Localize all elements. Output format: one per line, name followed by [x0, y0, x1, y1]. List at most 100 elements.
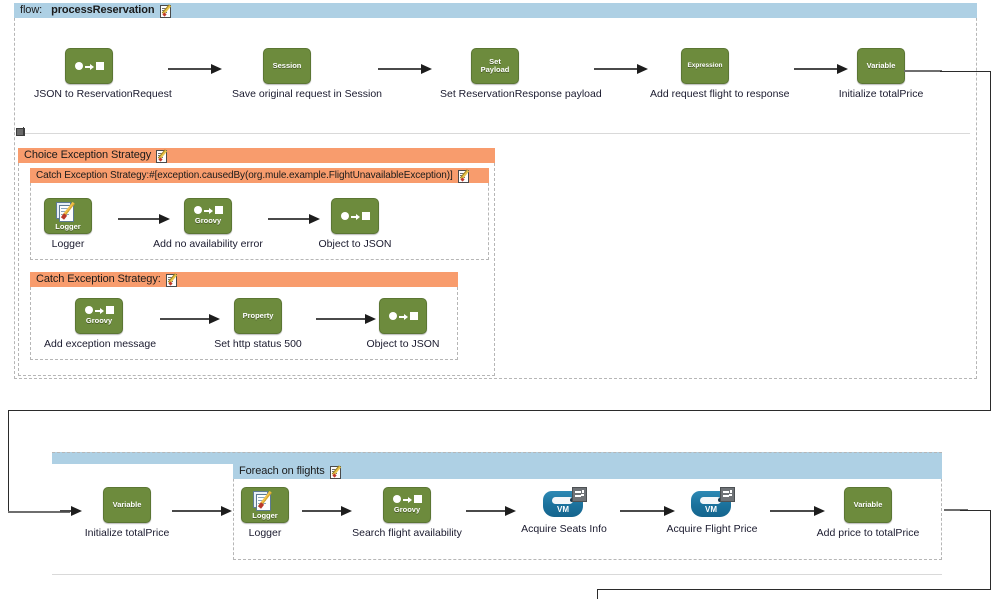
node-save-original-request-in-session[interactable]: Session Save original request in Session [232, 48, 383, 100]
flow-container-processreservation[interactable] [14, 3, 977, 379]
catch-exception-strategy-2-label: Catch Exception Strategy: [36, 273, 161, 285]
edit-icon[interactable] [329, 464, 343, 479]
node-logger[interactable]: Logger Logger [13, 198, 123, 250]
foreach-label: Foreach on flights [239, 465, 325, 477]
foreach-on-flights-container[interactable] [233, 464, 942, 560]
wrap-connector-stub [904, 70, 942, 72]
flow-continuation-bar [52, 452, 942, 464]
icon-text: Logger [55, 222, 81, 231]
groovy-icon: Groovy [75, 298, 123, 334]
icon-text: Variable [853, 500, 883, 509]
collapse-handle-icon[interactable] [16, 127, 27, 137]
icon-text: Variable [866, 61, 896, 70]
vm-icon: VM [538, 485, 590, 521]
transform-icon [65, 48, 113, 84]
wrap-connector-left-2 [597, 589, 598, 599]
node-label: Initialize totalPrice [84, 527, 170, 539]
connector-arrow [770, 506, 825, 517]
wrap-connector-bottom [8, 410, 991, 411]
node-label: JSON to ReservationRequest [34, 88, 172, 100]
node-label: Object to JSON [366, 338, 440, 350]
edit-icon[interactable] [457, 168, 471, 183]
connector-arrow [620, 506, 675, 517]
transform-icon [379, 298, 427, 334]
node-label: Acquire Flight Price [666, 523, 758, 535]
node-initialize-totalprice[interactable]: Variable Initialize totalPrice [826, 48, 936, 100]
icon-text: Expression [687, 62, 723, 69]
node-label: Object to JSON [318, 238, 392, 250]
groovy-icon: Groovy [383, 487, 431, 523]
row-separator [20, 133, 970, 134]
row-separator [52, 574, 942, 575]
catch-exception-strategy-2-container[interactable] [30, 272, 458, 360]
node-add-price-to-totalprice[interactable]: Variable Add price to totalPrice [813, 487, 923, 539]
connector-arrow [302, 506, 352, 517]
icon-text: Property [242, 311, 274, 320]
connector-arrow [60, 506, 84, 517]
flow-name-label: processReservation [51, 4, 155, 16]
set-payload-icon: Set Payload [471, 48, 519, 84]
connector-arrow [594, 64, 648, 75]
node-object-to-json-1[interactable]: Object to JSON [300, 198, 410, 250]
property-icon: Property [234, 298, 282, 334]
choice-exception-strategy-container[interactable] [18, 148, 495, 376]
node-set-reservationresponse-payload[interactable]: Set Payload Set ReservationResponse payl… [440, 48, 602, 100]
node-add-exception-message[interactable]: Groovy Add exception message [44, 298, 157, 350]
node-search-flight-availability[interactable]: Groovy Search flight availability [352, 487, 462, 539]
wrap-connector-bottom-2 [597, 589, 991, 590]
catch-exception-strategy-1-header[interactable]: Catch Exception Strategy:#[exception.cau… [30, 168, 489, 183]
node-set-http-status-500[interactable]: Property Set http status 500 [203, 298, 313, 350]
catch-exception-strategy-2-header[interactable]: Catch Exception Strategy: [30, 272, 458, 287]
wrap-connector-right [990, 71, 991, 411]
node-logger-2[interactable]: Logger Logger [210, 487, 320, 539]
flow-header[interactable]: flow: processReservation [14, 3, 977, 18]
variable-icon: Variable [844, 487, 892, 523]
connector-arrow [172, 506, 232, 517]
variable-icon: Variable [103, 487, 151, 523]
node-json-to-reservationrequest[interactable]: JSON to ReservationRequest [34, 48, 172, 100]
node-label: Logger [51, 238, 85, 250]
connector-arrow [160, 314, 220, 325]
node-acquire-seats-info[interactable]: VM Acquire Seats Info [509, 485, 619, 535]
connector-arrow [268, 214, 320, 225]
node-label: Set ReservationResponse payload [440, 88, 602, 100]
icon-text: Variable [112, 500, 142, 509]
icon-text: Groovy [393, 504, 421, 514]
groovy-icon: Groovy [184, 198, 232, 234]
wrap-connector-top [940, 71, 991, 72]
node-add-no-availability-error[interactable]: Groovy Add no availability error [153, 198, 263, 250]
node-label: Save original request in Session [232, 88, 383, 100]
transform-icon [331, 198, 379, 234]
edit-icon[interactable] [159, 3, 173, 18]
icon-text: Groovy [85, 315, 113, 325]
choice-exception-strategy-header[interactable]: Choice Exception Strategy [18, 148, 495, 163]
node-label: Acquire Seats Info [521, 523, 607, 535]
catch-exception-strategy-1-label: Catch Exception Strategy:#[exception.cau… [36, 170, 453, 181]
catch-exception-strategy-1-container[interactable] [30, 168, 489, 260]
connector-arrow [118, 214, 170, 225]
wrap-connector-left [8, 410, 9, 512]
node-add-request-flight-to-response[interactable]: Expression Add request flight to respons… [650, 48, 790, 100]
icon-text: Groovy [194, 215, 222, 225]
icon-text: Set Payload [480, 57, 510, 74]
edit-icon[interactable] [156, 148, 169, 163]
node-object-to-json-2[interactable]: Object to JSON [348, 298, 458, 350]
node-label: Initialize totalPrice [838, 88, 924, 100]
node-label: Add price to totalPrice [816, 527, 920, 539]
flow-prefix-label: flow: [20, 4, 43, 16]
connector-arrow [378, 64, 432, 75]
connector-arrow [794, 64, 848, 75]
node-acquire-flight-price[interactable]: VM Acquire Flight Price [657, 485, 767, 535]
node-label: Search flight availability [352, 527, 462, 539]
node-label: Set http status 500 [214, 338, 302, 350]
node-initialize-totalprice-2[interactable]: Variable Initialize totalPrice [72, 487, 182, 539]
wrap-connector-right-2 [990, 510, 991, 590]
node-label: Add exception message [44, 338, 157, 350]
foreach-on-flights-header[interactable]: Foreach on flights [233, 464, 942, 479]
edit-icon[interactable] [165, 272, 179, 287]
node-label: Logger [248, 527, 282, 539]
logger-icon: Logger [44, 198, 92, 234]
icon-text: Session [272, 61, 302, 70]
icon-text: Logger [252, 511, 278, 520]
